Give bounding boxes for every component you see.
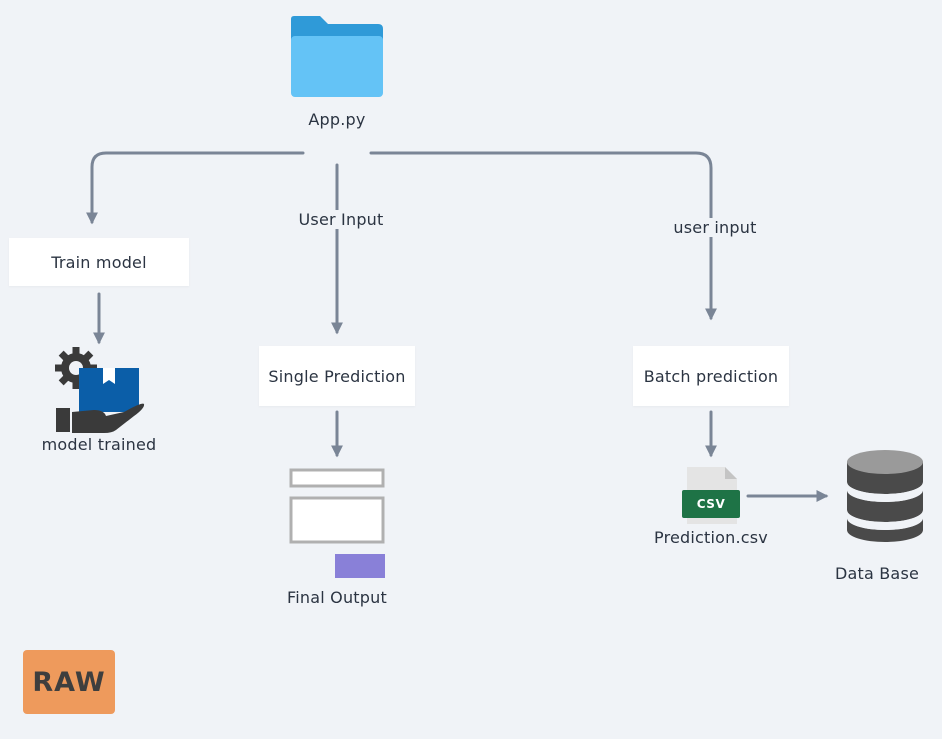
database-icon — [847, 450, 923, 542]
csv-file-icon — [682, 467, 740, 524]
train-model-node[interactable]: Train model — [9, 238, 189, 286]
final-output-label: Final Output — [287, 588, 387, 607]
edge-label-user-input-batch: user input — [661, 218, 769, 237]
prediction-csv-label: Prediction.csv — [654, 528, 768, 547]
single-prediction-node[interactable]: Single Prediction — [259, 346, 415, 406]
edge-label-user-input: User Input — [287, 210, 395, 229]
edge-app-batch — [369, 151, 717, 321]
edge-app-train — [86, 151, 305, 225]
model-trained-icon — [55, 347, 145, 433]
raw-badge: RAW — [23, 650, 115, 714]
folder-icon — [291, 16, 383, 97]
final-output-icon — [289, 468, 385, 578]
batch-prediction-node[interactable]: Batch prediction — [633, 346, 789, 406]
model-trained-label: model trained — [41, 435, 157, 454]
csv-badge-text: CSV — [696, 497, 726, 511]
app-label: App.py — [308, 110, 366, 129]
database-label: Data Base — [834, 564, 920, 583]
